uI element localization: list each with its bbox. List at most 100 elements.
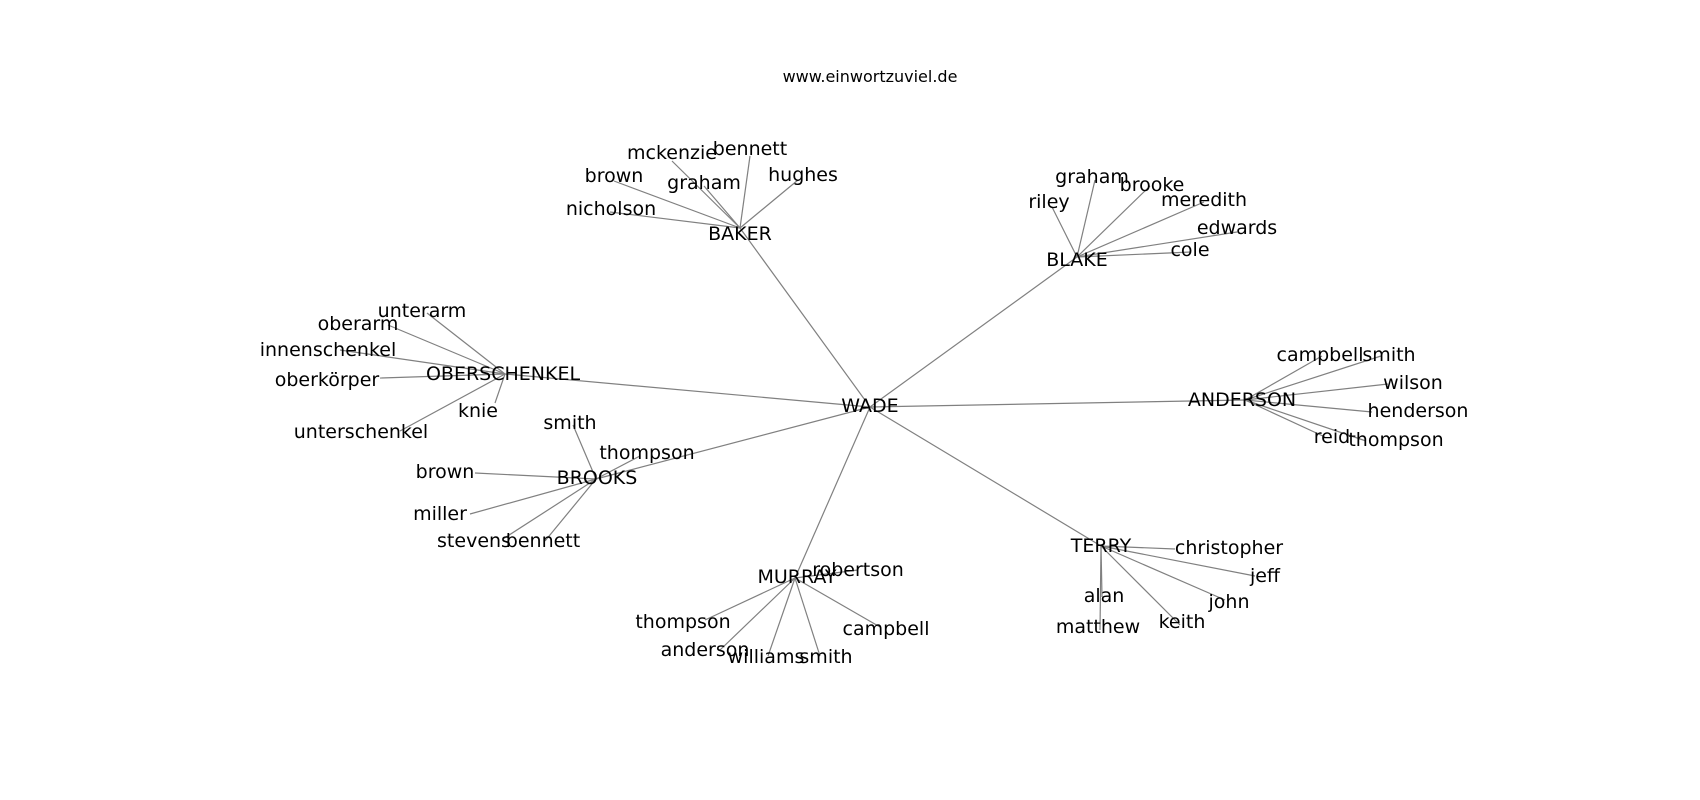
leaf-node-label: riley: [1028, 191, 1069, 213]
edge-hub-leaf: [739, 179, 799, 229]
edge-hub-leaf: [1100, 545, 1176, 550]
leaf-node-label: stevens: [437, 530, 511, 552]
edge-hub-leaf: [1100, 545, 1181, 626]
leaf-node-label: bennett: [506, 530, 580, 552]
edge-hub-leaf: [671, 160, 741, 229]
leaf-node-label: campbell: [843, 618, 930, 640]
leaf-node-label: christopher: [1175, 537, 1283, 559]
edge-hub-leaf: [1099, 545, 1102, 631]
edge-hub-leaf: [739, 155, 751, 229]
leaf-node-label: jeff: [1249, 565, 1281, 587]
edge-hub-leaf: [502, 478, 597, 540]
edge-root-hub: [869, 406, 1102, 547]
edge-hub-leaf: [1100, 545, 1226, 601]
edge-root-hub: [504, 373, 871, 408]
leaf-node-label: thompson: [599, 442, 694, 464]
leaf-node-label: keith: [1159, 611, 1206, 633]
leaf-node-label: smith: [543, 412, 596, 434]
leaf-node-label: hughes: [768, 164, 838, 186]
leaf-node-label: knie: [458, 400, 498, 422]
leaf-node-label: nicholson: [566, 198, 656, 220]
edge-hub-leaf: [1244, 355, 1382, 401]
edge-hub-leaf: [613, 180, 741, 229]
leaf-node-label: oberarm: [318, 313, 399, 335]
edge-hub-leaf: [1051, 206, 1078, 258]
leaf-node-label: innenschenkel: [260, 339, 397, 361]
leaf-node-label: reid: [1314, 426, 1350, 448]
edge-hub-leaf: [703, 185, 741, 229]
leaf-node-label: robertson: [812, 559, 904, 581]
leaf-node-label: graham: [1055, 166, 1129, 188]
hub-node-label: TERRY: [1070, 535, 1132, 557]
edge-hub-leaf: [426, 312, 506, 375]
edge-hub-leaf: [399, 373, 506, 432]
edge-hub-leaf: [719, 577, 796, 651]
edge-hub-leaf: [704, 577, 796, 621]
edge-root-hub: [869, 399, 1246, 408]
leaf-node-label: graham: [667, 172, 741, 194]
hub-node-label: MURRAY: [757, 566, 836, 588]
leaf-node-label: meredith: [1161, 189, 1247, 211]
leaf-node-label: unterarm: [378, 300, 467, 322]
edge-hub-leaf: [609, 211, 741, 229]
leaf-node-label: edwards: [1197, 217, 1277, 239]
edge-root-hub: [794, 406, 871, 579]
edge-hub-leaf: [1244, 383, 1389, 401]
edge-hub-leaf: [494, 373, 506, 404]
edge-hub-leaf: [474, 472, 597, 480]
edge-hub-leaf: [1244, 399, 1373, 413]
leaf-node-label: alan: [1084, 585, 1125, 607]
leaf-node-label: brooke: [1120, 174, 1185, 196]
edge-hub-leaf: [1076, 185, 1151, 258]
edge-hub-leaf: [1244, 355, 1323, 401]
edge-hub-leaf: [387, 324, 506, 375]
hub-node-label: BAKER: [708, 223, 772, 245]
leaf-node-label: thompson: [635, 611, 730, 633]
leaf-node-label: unterschenkel: [294, 421, 428, 443]
site-url: www.einwortzuviel.de: [783, 67, 958, 86]
edges: [339, 155, 1389, 657]
edge-hub-leaf: [469, 478, 597, 515]
edge-hub-leaf: [794, 577, 821, 657]
leaf-node-label: wilson: [1383, 372, 1443, 394]
edge-hub-leaf: [595, 455, 641, 480]
edge-root-hub: [869, 256, 1078, 408]
leaf-node-label: campbell: [1277, 344, 1364, 366]
leaf-node-label: smith: [799, 646, 852, 668]
edge-hub-leaf: [1244, 399, 1367, 442]
edge-hub-leaf: [1076, 231, 1238, 258]
leaf-node-label: smith: [1362, 344, 1415, 366]
leaf-node-label: matthew: [1056, 616, 1140, 638]
edge-hub-leaf: [794, 569, 859, 579]
edge-root-hub: [595, 406, 871, 480]
edge-hub-leaf: [572, 424, 597, 480]
edge-hub-leaf: [767, 577, 796, 657]
root-node-label: WADE: [841, 395, 898, 417]
hub-node-label: BROOKS: [557, 467, 638, 489]
leaf-node-label: brown: [585, 165, 644, 187]
edge-hub-leaf: [339, 349, 506, 375]
edge-hub-leaf: [794, 577, 881, 628]
edge-hub-leaf: [1244, 399, 1326, 438]
edge-hub-leaf: [1100, 545, 1256, 577]
hub-node-label: OBERSCHENKEL: [426, 363, 580, 385]
hub-node-label: ANDERSON: [1188, 389, 1296, 411]
hub-node-label: BLAKE: [1046, 249, 1108, 271]
leaf-node-label: mckenzie: [627, 142, 717, 164]
edge-hub-leaf: [379, 373, 506, 379]
leaf-node-label: williams: [728, 646, 805, 668]
edge-hub-leaf: [1076, 201, 1205, 258]
edge-root-hub: [739, 227, 871, 408]
leaf-node-label: henderson: [1368, 400, 1469, 422]
edge-hub-leaf: [544, 478, 597, 542]
edge-hub-leaf: [1076, 179, 1096, 258]
leaf-node-label: anderson: [661, 639, 750, 661]
leaf-node-label: bennett: [713, 138, 787, 160]
leaf-node-label: thompson: [1348, 429, 1443, 451]
leaf-node-label: cole: [1170, 239, 1209, 261]
edge-hub-leaf: [1076, 251, 1192, 258]
leaf-node-label: john: [1208, 591, 1250, 613]
leaf-node-label: miller: [413, 503, 467, 525]
